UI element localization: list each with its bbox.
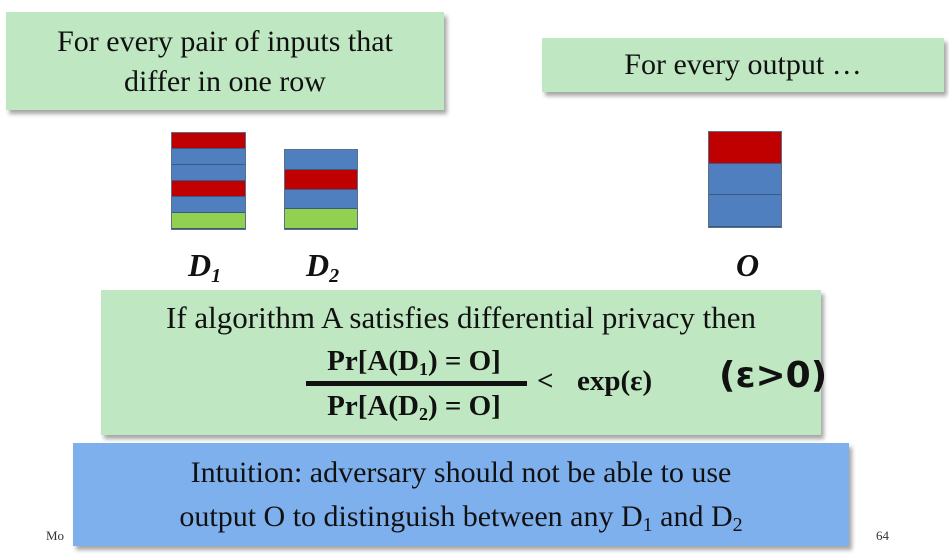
stack-row-green	[285, 209, 357, 229]
stack-row-blue	[285, 150, 357, 170]
dp-statement: If algorithm A satisfies differential pr…	[166, 300, 756, 335]
pair-line-1: For every pair of inputs that	[57, 25, 393, 58]
stack-row-blue	[172, 149, 245, 165]
stack-row-blue	[172, 197, 245, 213]
stack-row-blue	[285, 189, 357, 210]
stack-row-red	[709, 132, 781, 164]
stack-row-blue	[172, 165, 245, 181]
intuition-box: Intuition: adversary should not be able …	[73, 443, 849, 546]
ratio-numerator: Pr[A(D1) = O]	[327, 345, 501, 379]
dataset-d1-stack	[171, 132, 246, 230]
label-o: O	[736, 247, 760, 283]
fraction-bar	[306, 381, 527, 386]
less-than-sign: <	[537, 365, 554, 397]
label-d2: D2	[306, 247, 340, 287]
intuition-line-1: Intuition: adversary should not be able …	[190, 456, 732, 489]
pair-of-inputs-box: For every pair of inputs that differ in …	[6, 12, 444, 110]
stack-row-blue	[709, 163, 781, 196]
stack-row-red	[172, 181, 245, 197]
stack-row-red	[172, 133, 245, 149]
stack-row-blue	[709, 195, 781, 227]
pair-of-inputs-text: For every pair of inputs that differ in …	[6, 22, 444, 102]
dataset-d2-stack	[284, 149, 358, 230]
epsilon-condition: (ε>0)	[719, 355, 828, 396]
every-output-text: For every output …	[624, 48, 862, 81]
every-output-box: For every output …	[542, 38, 944, 92]
pair-line-2: differ in one row	[124, 65, 326, 98]
stack-row-green	[172, 213, 245, 229]
exp-epsilon: exp(ε)	[577, 365, 653, 397]
footer-text: Mo	[46, 528, 65, 543]
output-o-stack	[708, 131, 782, 228]
intuition-line-2: output O to distinguish between any D1 a…	[179, 500, 743, 536]
label-d1: D1	[188, 247, 222, 287]
page-number: 64	[876, 528, 889, 543]
intuition-text: Intuition: adversary should not be able …	[73, 451, 849, 547]
differential-privacy-box: If algorithm A satisfies differential pr…	[101, 290, 827, 435]
ratio-denominator: Pr[A(D2) = O]	[327, 390, 501, 424]
stack-row-red	[285, 169, 357, 190]
